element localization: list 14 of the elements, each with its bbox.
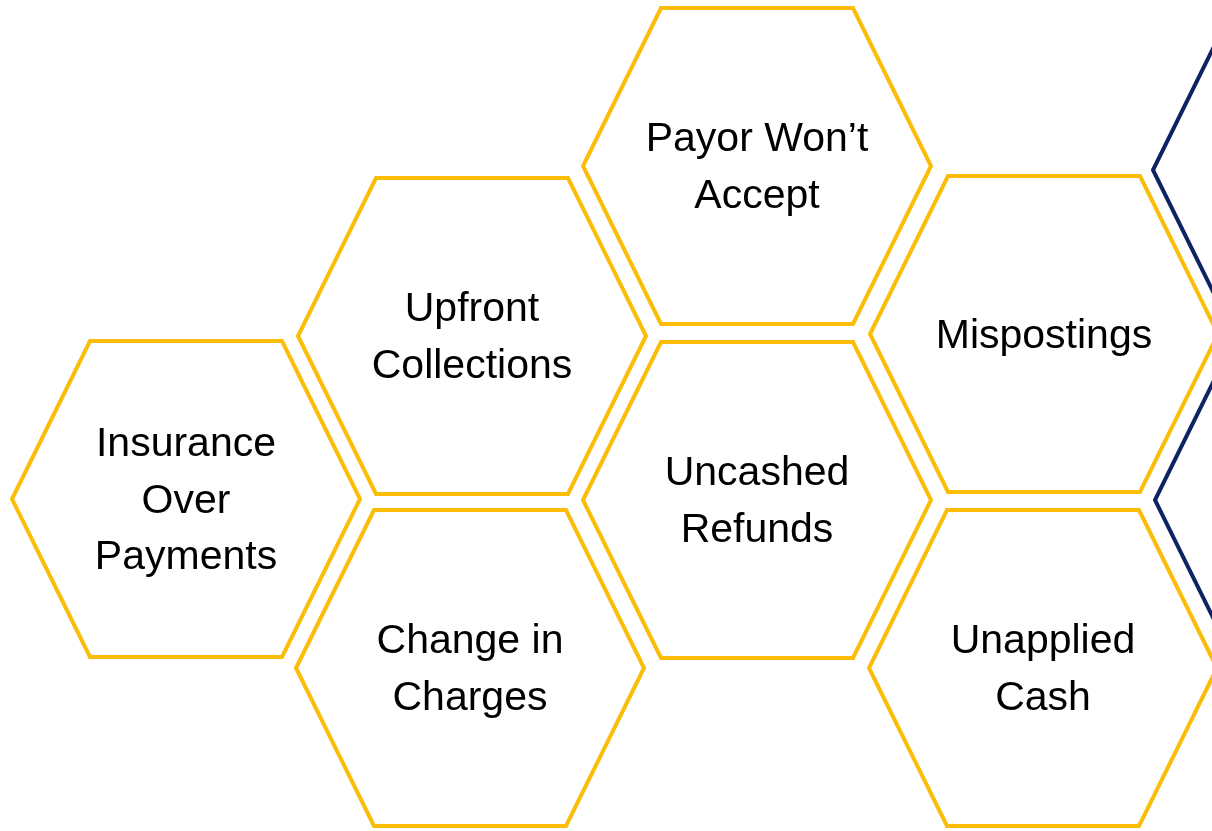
node-label: Change in Charges — [375, 615, 565, 721]
hexagon-node — [294, 508, 646, 828]
node-label: Uncashed Refunds — [663, 447, 851, 553]
node-label: Mispostings — [935, 309, 1153, 359]
hexagon-node — [10, 339, 362, 659]
hexagon-node — [867, 508, 1212, 828]
hexagon-node — [296, 176, 648, 496]
hexagon-node — [581, 340, 933, 660]
hexagon-node — [868, 174, 1212, 494]
node-label: Insurance Over Payments — [93, 418, 279, 581]
node-label: Payor Won’t Accept — [644, 113, 870, 219]
hexagon-node — [581, 6, 933, 326]
node-label: Unapplied Cash — [949, 615, 1137, 721]
node-label: Upfront Collections — [370, 283, 574, 389]
